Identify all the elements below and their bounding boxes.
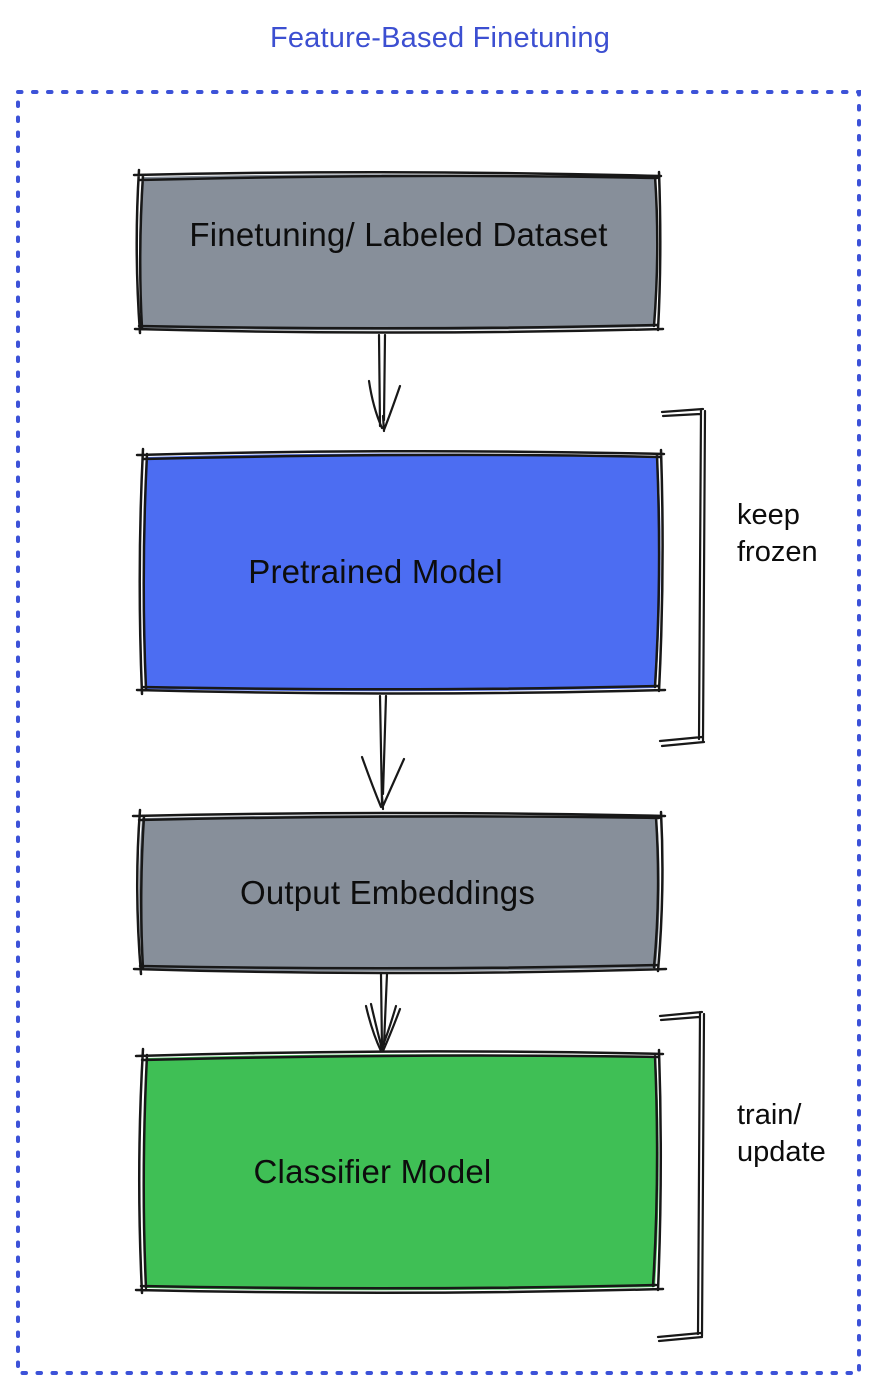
dotted-frame	[16, 90, 861, 1375]
node-pretrained-border	[135, 447, 667, 696]
annotation-train-update: train/ update	[737, 1099, 826, 1168]
node-classifier-border	[134, 1047, 665, 1295]
arrow-pretrained-to-embeddings	[360, 694, 406, 811]
node-classifier	[134, 1047, 665, 1295]
annotation-keep-frozen: keep frozen	[737, 499, 818, 568]
page-title: Feature-Based Finetuning	[269, 22, 611, 54]
node-embeddings-border	[131, 808, 668, 976]
arrow-embeddings-to-classifier	[364, 972, 402, 1053]
bracket-train-update	[656, 1010, 706, 1343]
node-pretrained	[135, 447, 667, 696]
node-pretrained-fill	[143, 453, 661, 692]
node-dataset-fill	[139, 174, 658, 331]
node-classifier-fill	[143, 1054, 659, 1291]
arrow-dataset-to-pretrained	[367, 333, 402, 433]
node-dataset-border	[132, 168, 665, 335]
node-dataset	[132, 168, 665, 335]
node-embeddings-fill	[139, 815, 660, 972]
node-embeddings	[131, 808, 668, 976]
bracket-keep-frozen	[658, 407, 707, 748]
